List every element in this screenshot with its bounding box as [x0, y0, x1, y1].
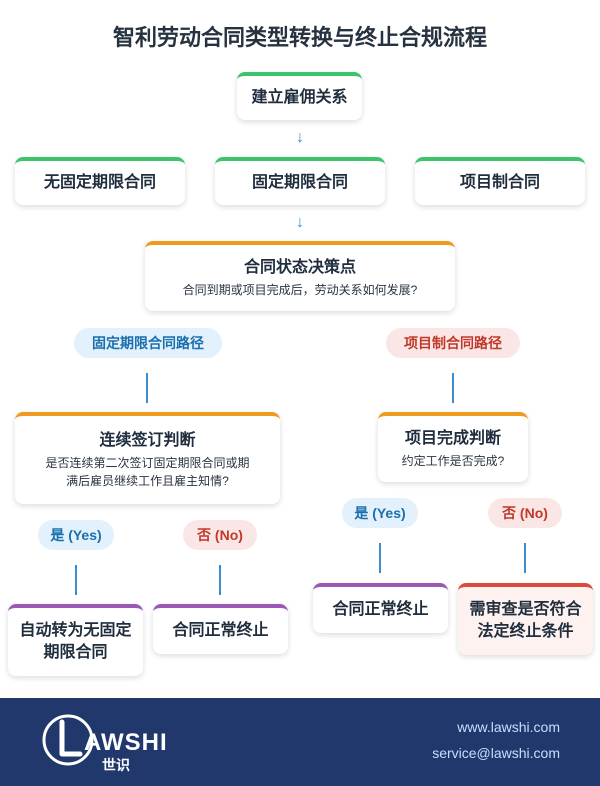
- arrow-down-icon: ↓: [296, 214, 304, 231]
- consecutive-check-line1: 是否连续第二次签订固定期限合同或期: [45, 456, 250, 470]
- lawshi-logo: AWSHI 世识: [42, 714, 168, 774]
- website-link[interactable]: www.lawshi.com: [457, 719, 560, 735]
- consecutive-check-title: 连续签订判断: [99, 432, 196, 449]
- node-start-label: 建立雇佣关系: [251, 89, 348, 106]
- decision-title: 合同状态决策点: [243, 259, 356, 276]
- no-badge: 否 (No): [183, 520, 257, 550]
- decision-subtitle: 合同到期或项目完成后，劳动关系如何发展?: [182, 283, 418, 297]
- node-open-ended-label: 无固定期限合同: [43, 174, 156, 191]
- email-link[interactable]: service@lawshi.com: [432, 745, 560, 761]
- connector-line: [146, 373, 148, 403]
- yes-badge: 是 (Yes): [342, 498, 418, 528]
- page-title: 智利劳动合同类型转换与终止合规流程: [112, 25, 487, 50]
- node-fixed-term-contract: 固定期限合同: [215, 157, 385, 205]
- connector-line: [75, 565, 77, 595]
- connector-line: [219, 565, 221, 595]
- node-legal-review: 需审查是否符合 法定终止条件: [458, 583, 593, 655]
- auto-convert-line2: 期限合同: [43, 644, 108, 661]
- footer-contact: www.lawshi.com service@lawshi.com: [432, 714, 560, 766]
- node-normal-termination-project: 合同正常终止: [313, 583, 448, 633]
- node-project-contract: 项目制合同: [415, 157, 585, 205]
- svg-text:世识: 世识: [102, 757, 130, 774]
- node-open-ended-contract: 无固定期限合同: [15, 157, 185, 205]
- path-fixed-term-badge: 固定期限合同路径: [74, 328, 222, 358]
- node-auto-convert: 自动转为无固定 期限合同: [8, 604, 143, 676]
- auto-convert-line1: 自动转为无固定: [19, 622, 132, 639]
- legal-review-line1: 需审查是否符合: [469, 601, 582, 618]
- arrow-down-icon: ↓: [296, 129, 304, 146]
- project-check-subtitle: 约定工作是否完成?: [401, 454, 505, 468]
- consecutive-check-line2: 满后雇员继续工作且雇主知情?: [66, 474, 229, 488]
- normal-termination-project-label: 合同正常终止: [332, 601, 429, 618]
- footer: AWSHI 世识 www.lawshi.com service@lawshi.c…: [0, 698, 600, 786]
- normal-termination-fixed-label: 合同正常终止: [172, 622, 269, 639]
- yes-badge: 是 (Yes): [38, 520, 114, 550]
- node-project-completion-check: 项目完成判断 约定工作是否完成?: [378, 412, 528, 482]
- connector-line: [379, 543, 381, 573]
- node-fixed-term-label: 固定期限合同: [251, 174, 348, 191]
- project-check-title: 项目完成判断: [404, 430, 501, 447]
- svg-text:AWSHI: AWSHI: [84, 729, 168, 756]
- node-normal-termination-fixed: 合同正常终止: [153, 604, 288, 654]
- connector-line: [524, 543, 526, 573]
- node-consecutive-check: 连续签订判断 是否连续第二次签订固定期限合同或期 满后雇员继续工作且雇主知情?: [15, 412, 280, 504]
- connector-line: [452, 373, 454, 403]
- legal-review-line2: 法定终止条件: [477, 623, 574, 640]
- node-start: 建立雇佣关系: [237, 72, 362, 120]
- node-project-label: 项目制合同: [459, 174, 540, 191]
- path-project-badge: 项目制合同路径: [386, 328, 520, 358]
- node-decision-point: 合同状态决策点 合同到期或项目完成后，劳动关系如何发展?: [145, 241, 455, 311]
- no-badge: 否 (No): [488, 498, 562, 528]
